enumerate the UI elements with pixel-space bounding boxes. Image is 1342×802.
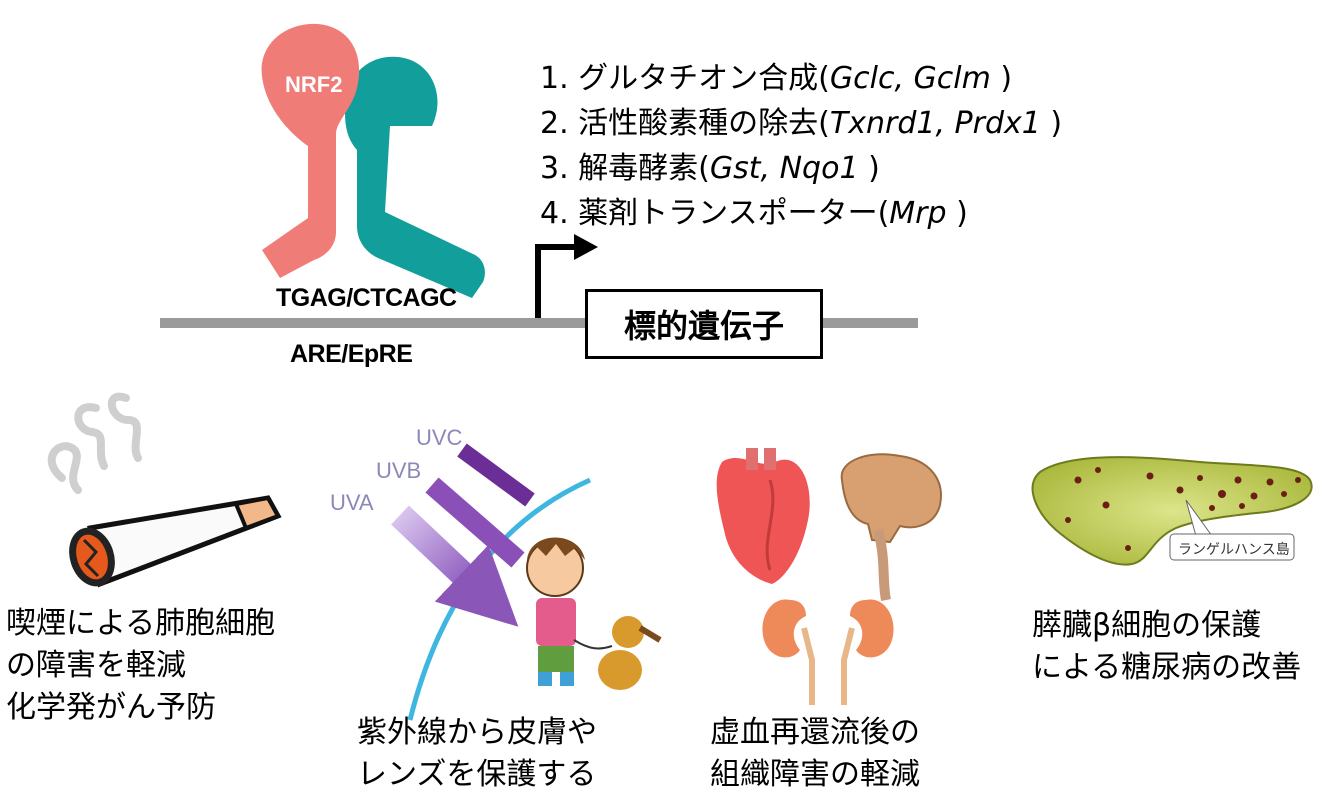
transcription-start-arrow <box>535 234 598 318</box>
uvc-label: UVC <box>416 425 463 450</box>
pancreas-icon <box>1031 456 1313 566</box>
smoke-icon <box>47 392 142 494</box>
target-gene-box: 標的遺伝子 <box>585 289 823 359</box>
caption-uv-protection: 紫外線から皮膚や レンズを保護する <box>357 715 597 792</box>
kidney-icon-left <box>762 599 815 705</box>
langerhans-islet-label: ランゲルハンス島 <box>1178 542 1290 558</box>
dog-icon <box>573 616 662 690</box>
gene-item-3: 3. 解毒酵素(Gst, Nqo1 ) <box>540 151 880 186</box>
uvb-label: UVB <box>376 458 422 483</box>
target-gene-label: 標的遺伝子 <box>623 307 784 345</box>
are-motif-sequence: TGAG/CTCAGC <box>276 284 457 312</box>
nrf2-label: NRF2 <box>285 72 343 97</box>
caption-pancreas: 膵臓β細胞の保護 による糖尿病の改善 <box>1032 608 1302 685</box>
caption-ischemia: 虚血再還流後の 組織障害の軽減 <box>710 715 920 792</box>
gene-item-2: 2. 活性酸素種の除去(Txnrd1, Prdx1 ) <box>540 106 1063 141</box>
child-icon <box>526 537 585 686</box>
partner-protein-shape <box>345 56 485 298</box>
dna-strand <box>160 318 918 328</box>
target-gene-list: 1. グルタチオン合成(Gclc, Gclm ) 2. 活性酸素種の除去(Txn… <box>540 56 1062 236</box>
uva-label: UVA <box>330 490 374 515</box>
caption-smoking: 喫煙による肺胞細胞 の障害を軽減 化学発がん予防 <box>6 606 276 725</box>
kidney-icon-right <box>841 599 894 705</box>
nrf2-protein-shape <box>261 23 360 279</box>
gene-item-4: 4. 薬剤トランスポーター(Mrp ) <box>540 196 968 231</box>
cigarette-icon <box>69 495 282 588</box>
gene-item-1: 1. グルタチオン合成(Gclc, Gclm ) <box>540 61 1013 96</box>
are-element-label: ARE/EpRE <box>290 340 413 368</box>
brain-icon <box>840 453 942 601</box>
heart-icon <box>716 448 810 584</box>
uv-rays-icon <box>391 443 592 721</box>
